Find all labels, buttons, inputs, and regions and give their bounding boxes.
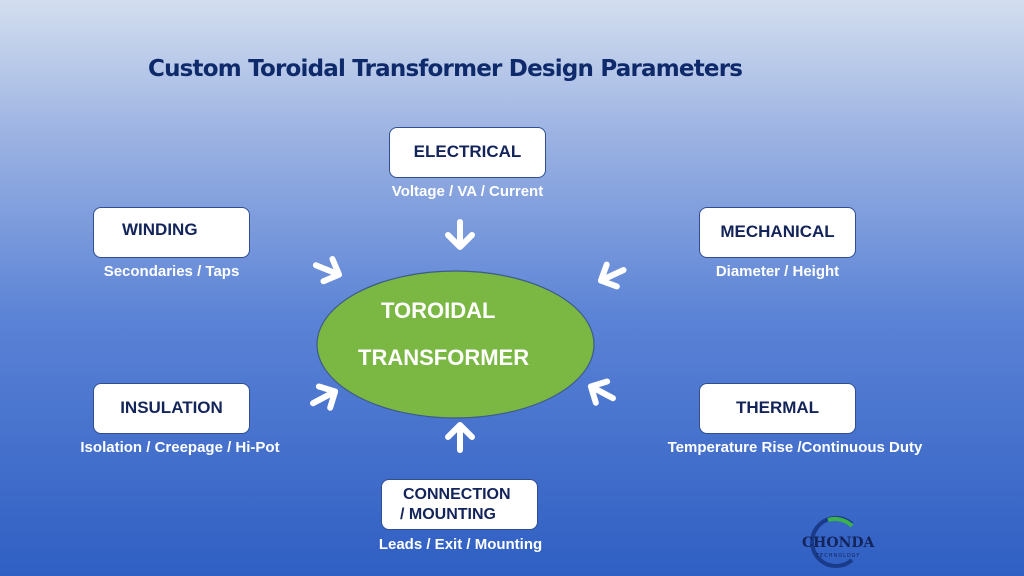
arrow-icon-bottom [448, 425, 472, 450]
arrow-icon-lower-left [307, 381, 340, 414]
connection-label-line2: / MOUNTING [400, 505, 496, 523]
thermal-box: THERMAL [699, 383, 856, 434]
winding-label: WINDING [122, 220, 198, 239]
logo-subtext: TECHNOLOGY [815, 553, 860, 559]
insulation-label: INSULATION [120, 398, 223, 418]
connection-sub: Leads / Exit / Mounting [378, 536, 543, 553]
page-title: Custom Toroidal Transformer Design Param… [148, 56, 743, 82]
connection-box: CONNECTION / MOUNTING [381, 479, 538, 530]
winding-box: WINDING [93, 207, 250, 258]
arrow-icon-upper-left [311, 254, 343, 286]
insulation-sub: Isolation / Creepage / Hi-Pot [80, 439, 280, 456]
mechanical-sub: Diameter / Height [715, 263, 840, 280]
arrow-icon-top [448, 222, 472, 247]
connection-label-line1: CONNECTION [403, 486, 511, 504]
arrow-icon-lower-right [585, 376, 618, 409]
chonda-logo: CHONDA TECHNOLOGY [802, 516, 876, 568]
mechanical-box: MECHANICAL [699, 207, 856, 258]
electrical-sub: Voltage / VA / Current [391, 183, 544, 200]
winding-sub: Secondaries / Taps [103, 263, 240, 280]
electrical-label: ELECTRICAL [413, 142, 522, 162]
arrow-icon-upper-right [596, 259, 629, 291]
mechanical-label: MECHANICAL [720, 222, 835, 242]
center-ellipse [316, 270, 595, 419]
center-label-line2: TRANSFORMER [358, 345, 530, 370]
electrical-box: ELECTRICAL [389, 127, 546, 178]
thermal-label: THERMAL [735, 398, 820, 418]
insulation-box: INSULATION [93, 383, 250, 434]
thermal-sub: Temperature Rise /Continuous Duty [667, 439, 923, 456]
center-label-line1: TOROIDAL [381, 298, 496, 323]
logo-text: CHONDA [802, 535, 876, 551]
